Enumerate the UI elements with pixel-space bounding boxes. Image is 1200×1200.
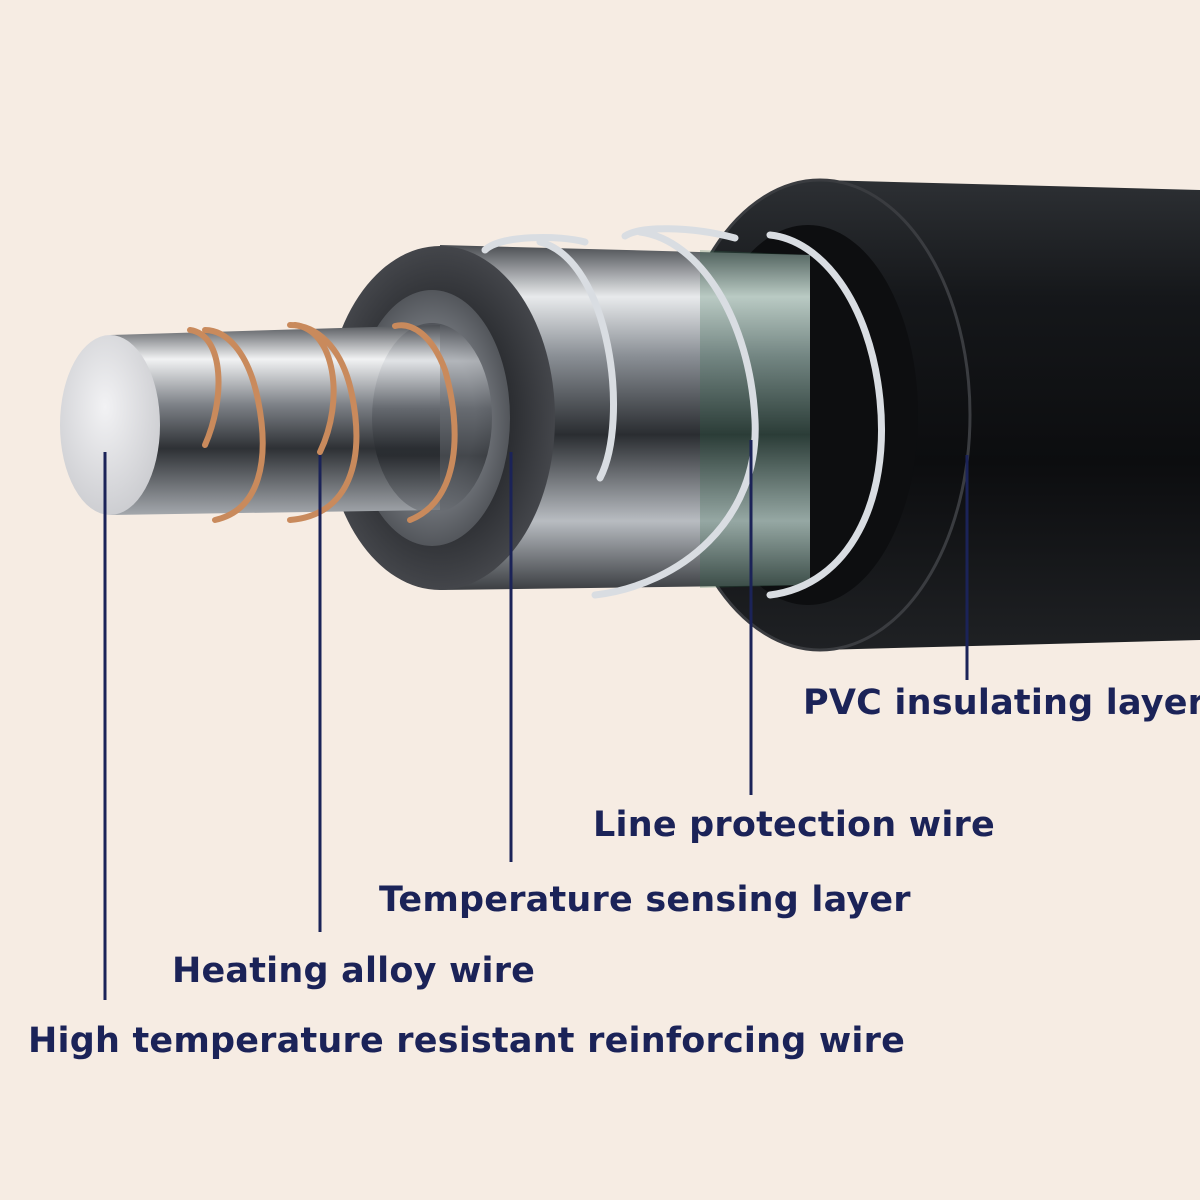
line-protection-wire xyxy=(481,225,885,599)
label-line-protection-wire: Line protection wire xyxy=(593,805,995,845)
label-temperature-sensing-layer: Temperature sensing layer xyxy=(379,880,911,920)
heating-alloy-wire xyxy=(187,322,458,523)
label-pvc-insulating-layer: PVC insulating layer xyxy=(803,683,1200,723)
leader-lines xyxy=(103,440,969,1000)
label-reinforcing-wire: High temperature resistant reinforcing w… xyxy=(28,1021,906,1061)
inner-core-tube xyxy=(110,323,492,515)
reinforcing-core xyxy=(60,335,160,515)
label-heating-alloy-wire: Heating alloy wire xyxy=(172,951,536,991)
